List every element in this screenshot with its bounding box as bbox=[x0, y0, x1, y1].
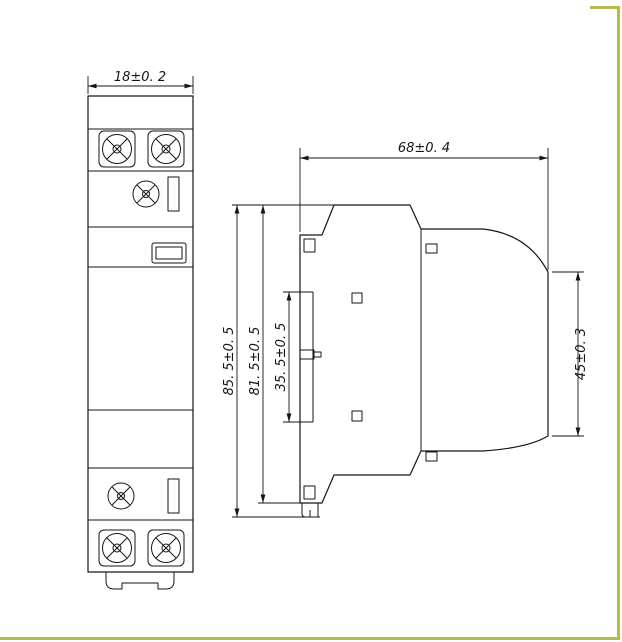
terminal-frame bbox=[98, 130, 136, 168]
front-face-dimension: 45±0. 3 bbox=[552, 271, 589, 437]
front-face-lines bbox=[88, 128, 193, 521]
rail-clip-tab bbox=[299, 349, 315, 360]
terminal-frame bbox=[147, 130, 185, 168]
front-lower-screw-indicator bbox=[107, 478, 180, 514]
side-opening bbox=[351, 292, 363, 304]
side-view: 68±0. 4 bbox=[222, 141, 589, 518]
page-frame-bottom bbox=[0, 637, 620, 640]
rail-clip-tab-small bbox=[313, 351, 322, 358]
screw-terminal-icon bbox=[151, 134, 181, 164]
screw-icon bbox=[107, 482, 135, 510]
front-face-dim-label: 45±0. 3 bbox=[574, 328, 589, 380]
indicator-window bbox=[167, 176, 180, 212]
side-width-dimension: 68±0. 4 bbox=[299, 141, 549, 270]
screw-terminal-icon bbox=[151, 533, 181, 563]
front-width-dim-label: 18±0. 2 bbox=[114, 70, 166, 85]
side-width-dim-label: 68±0. 4 bbox=[398, 141, 450, 156]
front-body-outline bbox=[87, 95, 194, 573]
din-clip-front bbox=[105, 572, 175, 590]
side-opening bbox=[351, 410, 363, 422]
screw-icon bbox=[132, 180, 160, 208]
indicator-window bbox=[167, 478, 180, 514]
front-top-terminals bbox=[98, 130, 185, 168]
screw-terminal-icon bbox=[102, 134, 132, 164]
side-opening bbox=[303, 485, 316, 500]
side-body-height-label: 81. 5±0. 5 bbox=[248, 327, 263, 396]
side-opening bbox=[425, 451, 438, 462]
side-body-height-dimension: 81. 5±0. 5 bbox=[248, 205, 300, 504]
side-body-outline bbox=[299, 204, 549, 504]
page-frame-right bbox=[617, 6, 620, 640]
front-manual-switch bbox=[151, 242, 187, 264]
side-opening bbox=[303, 238, 316, 253]
side-opening bbox=[425, 243, 438, 254]
rail-slot-dimension: 35. 5±0. 5 bbox=[274, 291, 312, 423]
side-overall-height-dimension: 85. 5±0. 5 bbox=[222, 204, 334, 518]
terminal-frame bbox=[147, 529, 185, 567]
terminal-frame bbox=[98, 529, 136, 567]
side-internal-details bbox=[299, 229, 438, 518]
din-clip-side bbox=[301, 503, 319, 518]
front-view: 18±0. 2 bbox=[87, 70, 194, 590]
rail-slot-dim-label: 35. 5±0. 5 bbox=[274, 323, 289, 392]
din-rail-slot bbox=[299, 291, 322, 423]
page-frame-top bbox=[590, 6, 620, 9]
screw-terminal-icon bbox=[102, 533, 132, 563]
front-bottom-terminals bbox=[98, 529, 185, 567]
side-overall-height-label: 85. 5±0. 5 bbox=[222, 327, 237, 396]
front-upper-screw-indicator bbox=[132, 176, 180, 212]
front-width-dimension: 18±0. 2 bbox=[87, 70, 194, 94]
